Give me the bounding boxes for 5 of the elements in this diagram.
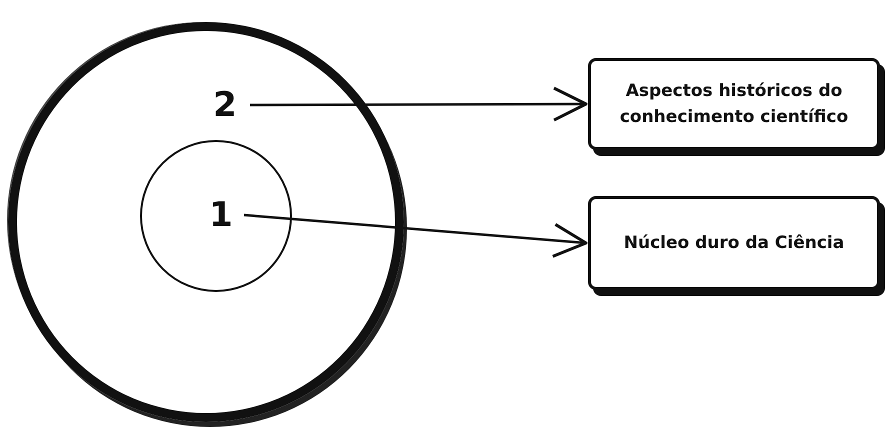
layer-number: 1 [198,190,244,240]
layer-number: 2 [200,80,250,130]
arrow [250,86,588,122]
inner-circle [140,140,292,292]
arrow [244,214,588,258]
